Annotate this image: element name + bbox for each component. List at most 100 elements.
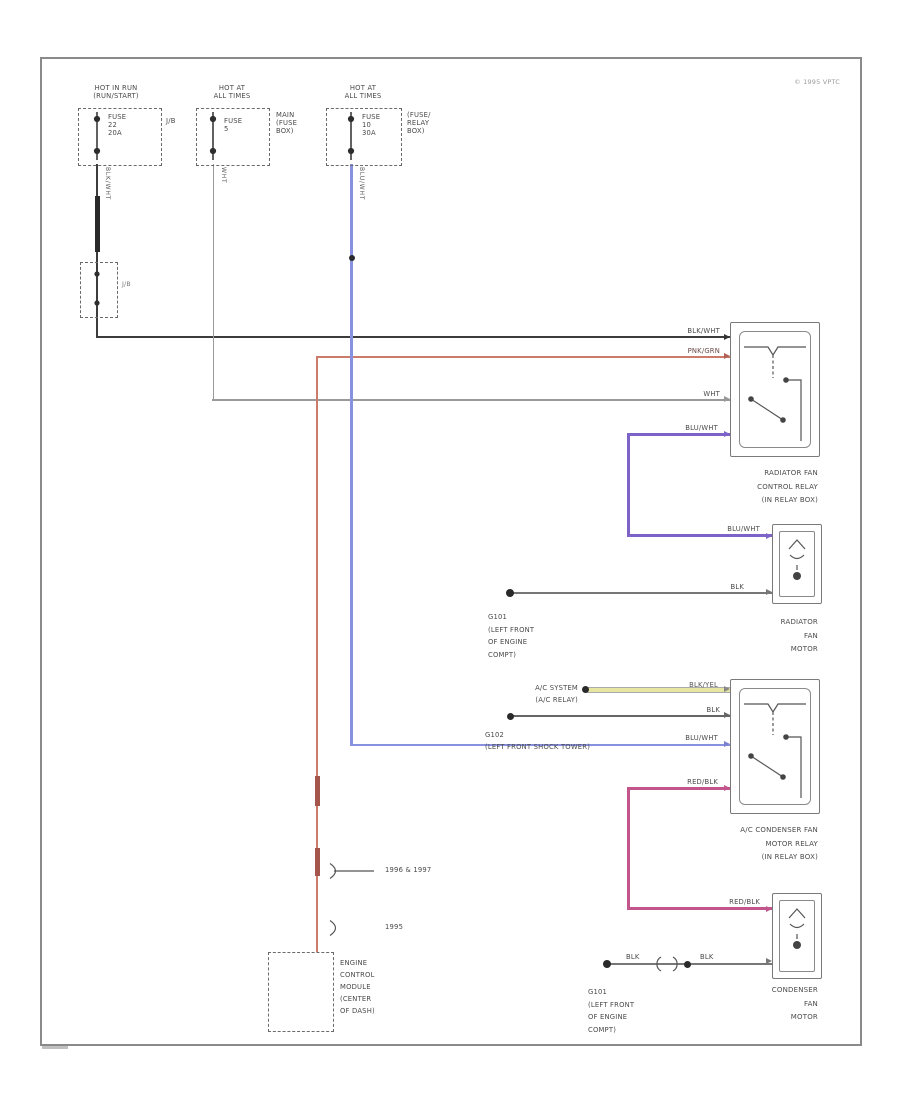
- condenser-fan-relay-inner: [739, 688, 811, 805]
- wire-wht-horizontal: [212, 399, 732, 401]
- diagram-border: [40, 57, 862, 1046]
- wire-pnkgrn-vertical: [316, 356, 318, 952]
- ground-label-g1: G101 (LEFT FRONT OF ENGINE COMPT): [488, 611, 534, 661]
- condenser-motor-caption-line2: FAN: [803, 999, 818, 1008]
- fuse-box-3-location-line3: BOX): [407, 126, 425, 135]
- wire-label-purple-b: BLU/WHT: [727, 525, 760, 533]
- wire-label-blkyel: BLK/YEL: [689, 681, 718, 689]
- copyright-text: © 1995 VPTC: [794, 78, 840, 86]
- ecm-line5: OF DASH): [340, 1007, 375, 1015]
- ground-dot-g2: [506, 712, 514, 720]
- wire-label-purple-a: BLU/WHT: [685, 424, 718, 432]
- g3-line4: COMPT): [588, 1025, 617, 1034]
- inline-connector-box: [80, 262, 118, 318]
- fuse-2-line1: FUSE: [224, 117, 243, 125]
- radiator-fan-relay-box: [730, 322, 820, 457]
- fuse-3-line3: 30A: [362, 128, 376, 137]
- wire-pnkgrn-connector-hatch-2: [314, 848, 320, 876]
- wire-rad-ground: [510, 592, 772, 594]
- wire-pink-vertical: [627, 787, 630, 910]
- wire-blkwht-horizontal: [96, 336, 732, 338]
- radiator-fan-relay-inner: [739, 331, 811, 448]
- ground-label-g2: G102 (LEFT FRONT SHOCK TOWER): [485, 729, 645, 753]
- fuse-box-2: [196, 108, 270, 166]
- fuse-box-2-location-line2: (FUSE: [276, 118, 298, 127]
- power-source-1-header: HOT IN RUN (RUN/START): [58, 84, 174, 101]
- ac-source-label: A/C SYSTEM (A/C RELAY): [494, 683, 578, 706]
- radiator-motor-caption-line1: RADIATOR: [780, 618, 818, 626]
- condenser-fan-motor-inner: [779, 900, 815, 972]
- wire-blkyel: [585, 687, 732, 693]
- condenser-motor-caption: CONDENSER FAN MOTOR: [700, 984, 818, 1025]
- wire-arrow-pink-b: [766, 905, 772, 912]
- g3-line3: OF ENGINE: [588, 1013, 628, 1021]
- wire-2-vertical-label: WHT: [220, 167, 227, 184]
- wire-pink-horizontal-b: [627, 907, 774, 910]
- wire-blkwht-connector-hatch: [94, 196, 100, 252]
- radiator-fan-motor-inner: [779, 531, 815, 597]
- radiator-relay-caption-line1: RADIATOR FAN: [764, 469, 818, 477]
- wire-arrow-wht: [724, 396, 730, 402]
- wire-pnkgrn-horizontal: [316, 356, 732, 358]
- ground-dot-g1: [506, 589, 514, 597]
- fuse-3-line1: FUSE: [362, 113, 381, 121]
- fuse-box-3-location-line1: (FUSE/: [407, 111, 431, 119]
- inline-connector-label: J/B: [122, 281, 131, 288]
- power-source-2-header: HOT AT ALL TIMES: [184, 84, 280, 101]
- scan-artifact: [42, 1046, 68, 1049]
- g1-line1: G101: [488, 613, 508, 621]
- ecm-box: [268, 952, 334, 1032]
- fuse-1-label: FUSE 22 20A: [108, 113, 126, 137]
- ac-source-line2: (A/C RELAY): [535, 695, 578, 704]
- fuse-1-line3: 20A: [108, 128, 122, 137]
- radiator-motor-caption-line2: FAN: [803, 631, 818, 640]
- condenser-motor-caption-line3: MOTOR: [790, 1013, 818, 1021]
- wire-purple-horizontal-b: [627, 534, 774, 537]
- wire-arrow-purple-b: [766, 533, 772, 539]
- branch-label-1995: 1995: [385, 923, 404, 931]
- splice-dot-blu: [348, 255, 355, 261]
- wire-g102: [510, 715, 732, 717]
- splice-dot-cond-ground: [683, 960, 691, 968]
- ecm-line3: MODULE: [340, 983, 371, 991]
- branch-label-1996-1997: 1996 & 1997: [385, 866, 432, 874]
- wire-arrow-g102: [724, 712, 730, 718]
- fuse-box-2-location: MAIN (FUSE BOX): [276, 111, 298, 135]
- fuse-box-2-location-line3: BOX): [276, 126, 294, 135]
- g1-line2: (LEFT FRONT: [488, 625, 535, 634]
- fuse-3-label: FUSE 10 30A: [362, 113, 381, 137]
- condenser-relay-caption-line3: (IN RELAY BOX): [761, 853, 818, 861]
- wire-label-pink-b: RED/BLK: [729, 898, 760, 906]
- wire-purple-horizontal-a: [627, 433, 732, 436]
- fuse-box-3-location-line2: RELAY: [407, 118, 430, 127]
- ecm-line1: ENGINE: [340, 959, 368, 967]
- wire-label-cond-ground-a: BLK: [626, 953, 640, 961]
- g3-line1: G101: [588, 988, 608, 996]
- power-source-3-header-line2: ALL TIMES: [344, 91, 382, 100]
- splice-dot-ac: [581, 685, 589, 693]
- wire-label-blkwht: BLK/WHT: [687, 327, 720, 335]
- condenser-motor-caption-line1: CONDENSER: [771, 986, 818, 994]
- fuse-box-1-location: J/B: [166, 117, 176, 125]
- fuse-2-label: FUSE 5: [224, 117, 243, 134]
- wire-arrow-pink-a: [724, 785, 730, 791]
- g2-line1: G102: [485, 731, 505, 739]
- wire-arrow-purple-a: [724, 431, 730, 437]
- power-source-1-header-line1: HOT IN RUN: [94, 84, 138, 92]
- ground-dot-g3: [603, 960, 611, 968]
- fuse-2-line2: 5: [224, 124, 229, 133]
- power-source-3-header: HOT AT ALL TIMES: [315, 84, 411, 101]
- wire-1-vertical-label: BLK/WHT: [104, 167, 111, 201]
- g1-line3: OF ENGINE: [488, 638, 528, 646]
- radiator-fan-motor-box: [772, 524, 822, 604]
- wire-label-pnkgrn: PNK/GRN: [687, 347, 720, 355]
- fuse-1-line2: 22: [108, 120, 118, 129]
- fuse-box-2-location-line1: MAIN: [276, 111, 295, 119]
- wire-arrow-blkyel: [724, 686, 730, 692]
- wire-label-g102: BLK: [706, 706, 720, 714]
- g2-line2: (LEFT FRONT SHOCK TOWER): [485, 743, 591, 751]
- radiator-relay-caption-line2: CONTROL RELAY: [757, 482, 818, 491]
- g3-line2: (LEFT FRONT: [588, 1000, 635, 1009]
- ecm-line4: (CENTER: [340, 995, 372, 1003]
